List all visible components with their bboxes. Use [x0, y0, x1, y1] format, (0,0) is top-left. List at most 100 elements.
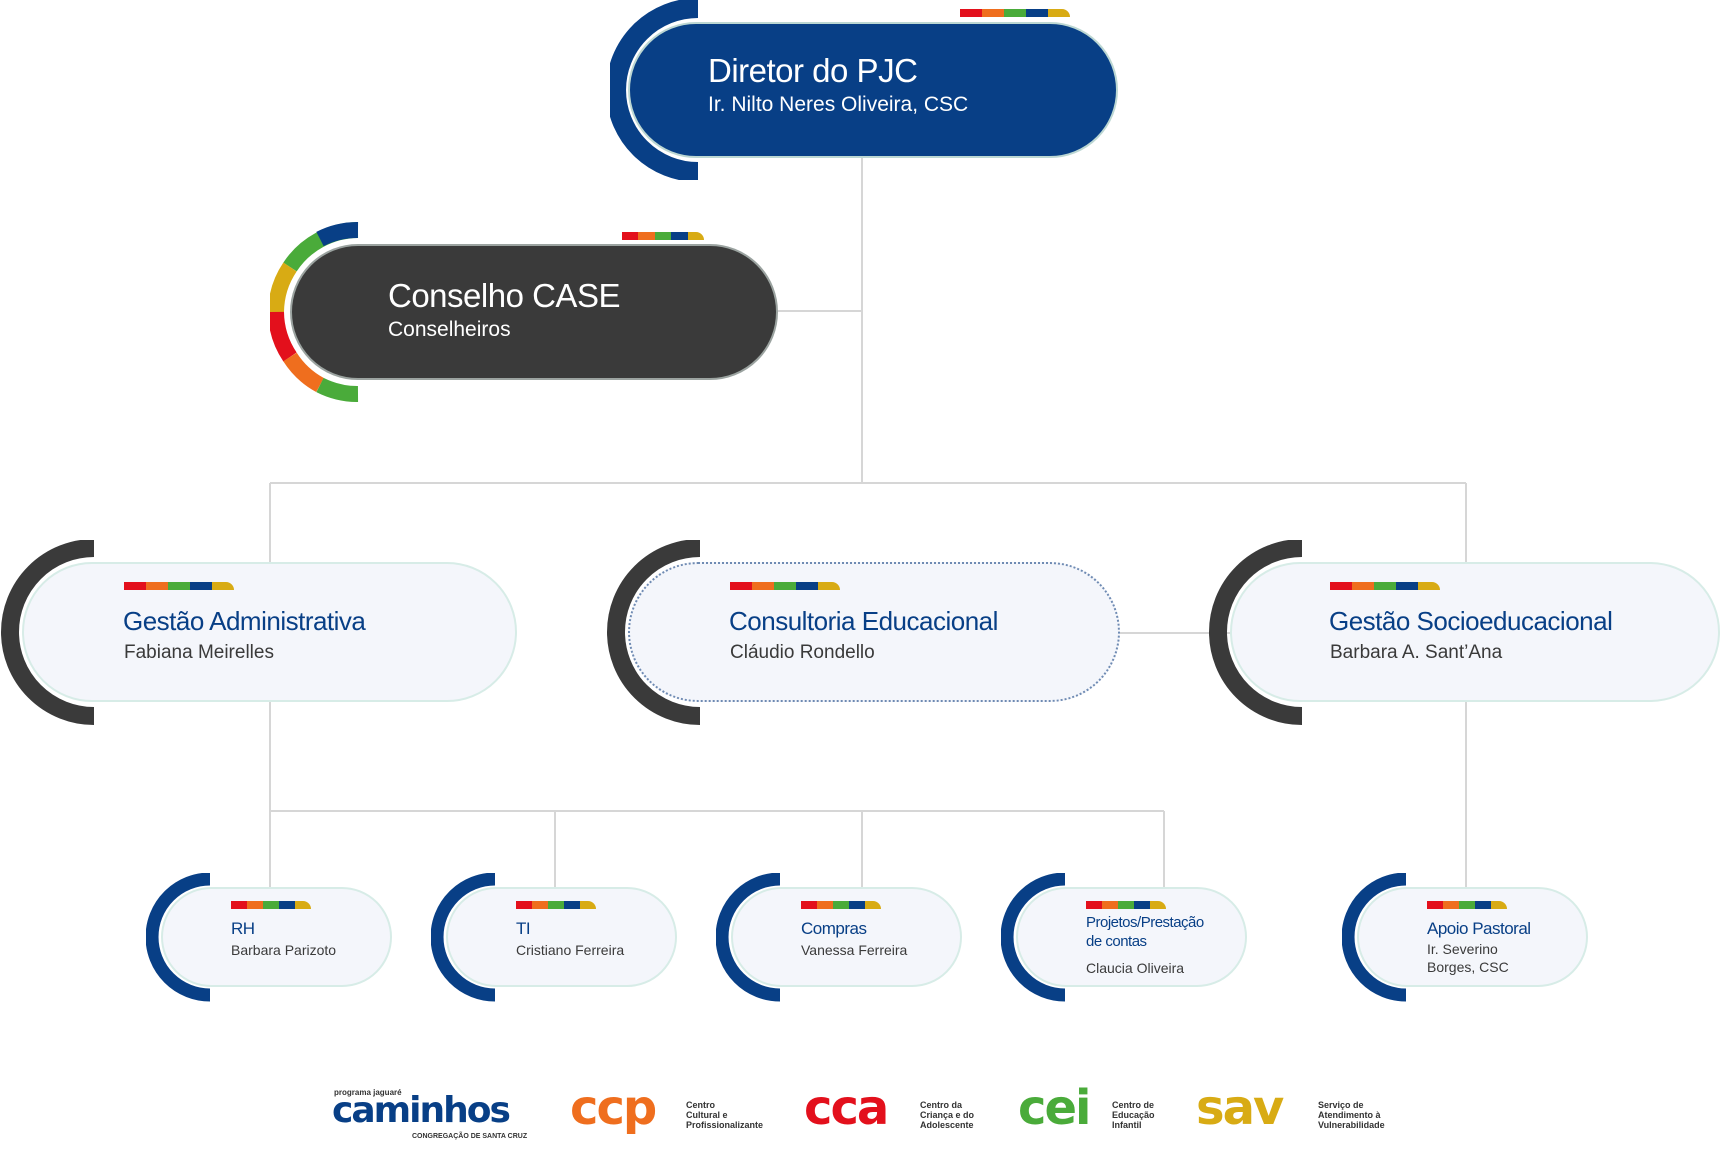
logo-sav: sav Serviço de Atendimento à Vulnerabili…: [1196, 1080, 1416, 1140]
stripe-segment: [190, 582, 212, 590]
stripe-segment: [654, 232, 672, 240]
logo-ccp: ccp Centro Cultural e Profissionalizante: [570, 1080, 770, 1140]
director-name: Ir. Nilto Neres Oliveira, CSC: [708, 93, 969, 116]
manager-title: Gestão Administrativa: [123, 606, 366, 636]
manager-pill: [22, 562, 517, 702]
department-title: TI: [516, 919, 531, 938]
logo-caminhos-sub: CONGREGAÇÃO DE SANTA CRUZ: [412, 1133, 528, 1140]
stripe-segment: [146, 582, 168, 590]
logo-sav-sub: Serviço de Atendimento à Vulnerabilidade: [1318, 1100, 1385, 1130]
stripe-segment: [1026, 9, 1048, 17]
stripe-segment: [247, 901, 263, 909]
council-multicolor-arc: [270, 222, 359, 402]
color-stripe: [730, 582, 840, 590]
department-node-projetos[interactable]: Projetos/Prestação de contas Claucia Oli…: [1001, 873, 1249, 1003]
department-node-rh[interactable]: RH Barbara Parizoto: [146, 873, 394, 1003]
manager-node-socioeducacional[interactable]: Gestão Socioeducacional Barbara A. Sant’…: [1208, 540, 1722, 725]
council-title: Conselho CASE: [388, 277, 620, 314]
color-stripe: [516, 901, 596, 909]
department-title: Apoio Pastoral: [1427, 919, 1531, 938]
manager-pill: [1230, 562, 1720, 702]
manager-name: Cláudio Rondello: [730, 642, 875, 663]
manager-arc: [1, 540, 95, 725]
stripe-segment: [1459, 901, 1475, 909]
stripe-segment: [796, 582, 818, 590]
stripe-segment: [263, 901, 279, 909]
color-stripe: [622, 232, 705, 240]
logo-cca-word: cca: [804, 1080, 889, 1136]
department-arc: [431, 873, 496, 1002]
council-name: Conselheiros: [388, 318, 511, 341]
stripe-segment: [1102, 901, 1118, 909]
stripe-segment: [687, 232, 705, 240]
stripe-segment: [752, 582, 774, 590]
department-pill: [161, 887, 392, 987]
stripe-segment: [622, 232, 639, 240]
stripe-segment: [1443, 901, 1459, 909]
logo-cca: cca Centro da Criança e do Adolescente: [804, 1080, 1004, 1140]
color-stripe: [1330, 582, 1440, 590]
department-node-compras[interactable]: Compras Vanessa Ferreira: [716, 873, 964, 1003]
department-name: Claucia Oliveira: [1086, 960, 1185, 976]
stripe-segment: [730, 582, 752, 590]
stripe-segment: [516, 901, 532, 909]
stripe-segment: [818, 582, 840, 590]
manager-node-administrativa[interactable]: Gestão Administrativa Fabiana Meirelles: [0, 540, 525, 725]
color-stripe: [231, 901, 311, 909]
department-arc: [146, 873, 211, 1002]
stripe-segment: [295, 901, 311, 909]
council-pill: [290, 244, 778, 380]
stripe-segment: [124, 582, 146, 590]
stripe-segment: [1004, 9, 1026, 17]
department-name: Cristiano Ferreira: [516, 942, 625, 958]
director-title: Diretor do PJC: [708, 52, 918, 89]
stripe-segment: [1491, 901, 1507, 909]
logo-caminhos: programa jaguaré caminhos CONGREGAÇÃO DE…: [332, 1080, 532, 1140]
department-title: RH: [231, 919, 255, 938]
manager-pill: [628, 562, 1120, 702]
department-name: Ir. Severino Borges, CSC: [1427, 941, 1509, 975]
color-stripe: [1086, 901, 1166, 909]
department-arc: [716, 873, 781, 1002]
logo-cei-sub: Centro de Educação Infantil: [1112, 1100, 1155, 1130]
department-name: Barbara Parizoto: [231, 942, 337, 958]
department-node-apoio-pastoral[interactable]: Apoio Pastoral Ir. Severino Borges, CSC: [1342, 873, 1590, 1003]
stripe-segment: [1374, 582, 1396, 590]
stripe-segment: [1352, 582, 1374, 590]
council-node[interactable]: Conselho CASE Conselheiros: [270, 222, 780, 402]
director-arc: [610, 0, 699, 180]
stripe-segment: [1396, 582, 1418, 590]
stripe-segment: [960, 9, 982, 17]
stripe-segment: [231, 901, 247, 909]
color-stripe: [801, 901, 881, 909]
stripe-segment: [532, 901, 548, 909]
stripe-segment: [564, 901, 580, 909]
manager-name: Fabiana Meirelles: [124, 642, 274, 663]
logo-cei: cei Centro de Educação Infantil: [1018, 1080, 1188, 1140]
logo-caminhos-word: caminhos: [332, 1090, 511, 1131]
stripe-segment: [580, 901, 596, 909]
stripe-segment: [638, 232, 655, 240]
logo-caminhos-top: programa jaguaré: [334, 1088, 402, 1097]
stripe-segment: [817, 901, 833, 909]
stripe-segment: [1427, 901, 1443, 909]
stripe-segment: [279, 901, 295, 909]
department-node-ti[interactable]: TI Cristiano Ferreira: [431, 873, 679, 1003]
stripe-segment: [849, 901, 865, 909]
department-name: Vanessa Ferreira: [801, 942, 908, 958]
department-arc: [1342, 873, 1407, 1002]
logo-cei-word: cei: [1018, 1080, 1091, 1136]
stripe-segment: [1150, 901, 1166, 909]
stripe-segment: [1475, 901, 1491, 909]
director-node[interactable]: Diretor do PJC Ir. Nilto Neres Oliveira,…: [610, 0, 1120, 180]
manager-node-consultoria[interactable]: Consultoria Educacional Cláudio Rondello: [606, 540, 1126, 725]
color-stripe: [960, 9, 1070, 17]
color-stripe: [1427, 901, 1507, 909]
director-pill: [628, 22, 1118, 158]
manager-arc: [1209, 540, 1303, 725]
department-title: Compras: [801, 919, 867, 938]
logo-ccp-word: ccp: [570, 1080, 657, 1136]
stripe-segment: [1086, 901, 1102, 909]
manager-arc: [607, 540, 701, 725]
